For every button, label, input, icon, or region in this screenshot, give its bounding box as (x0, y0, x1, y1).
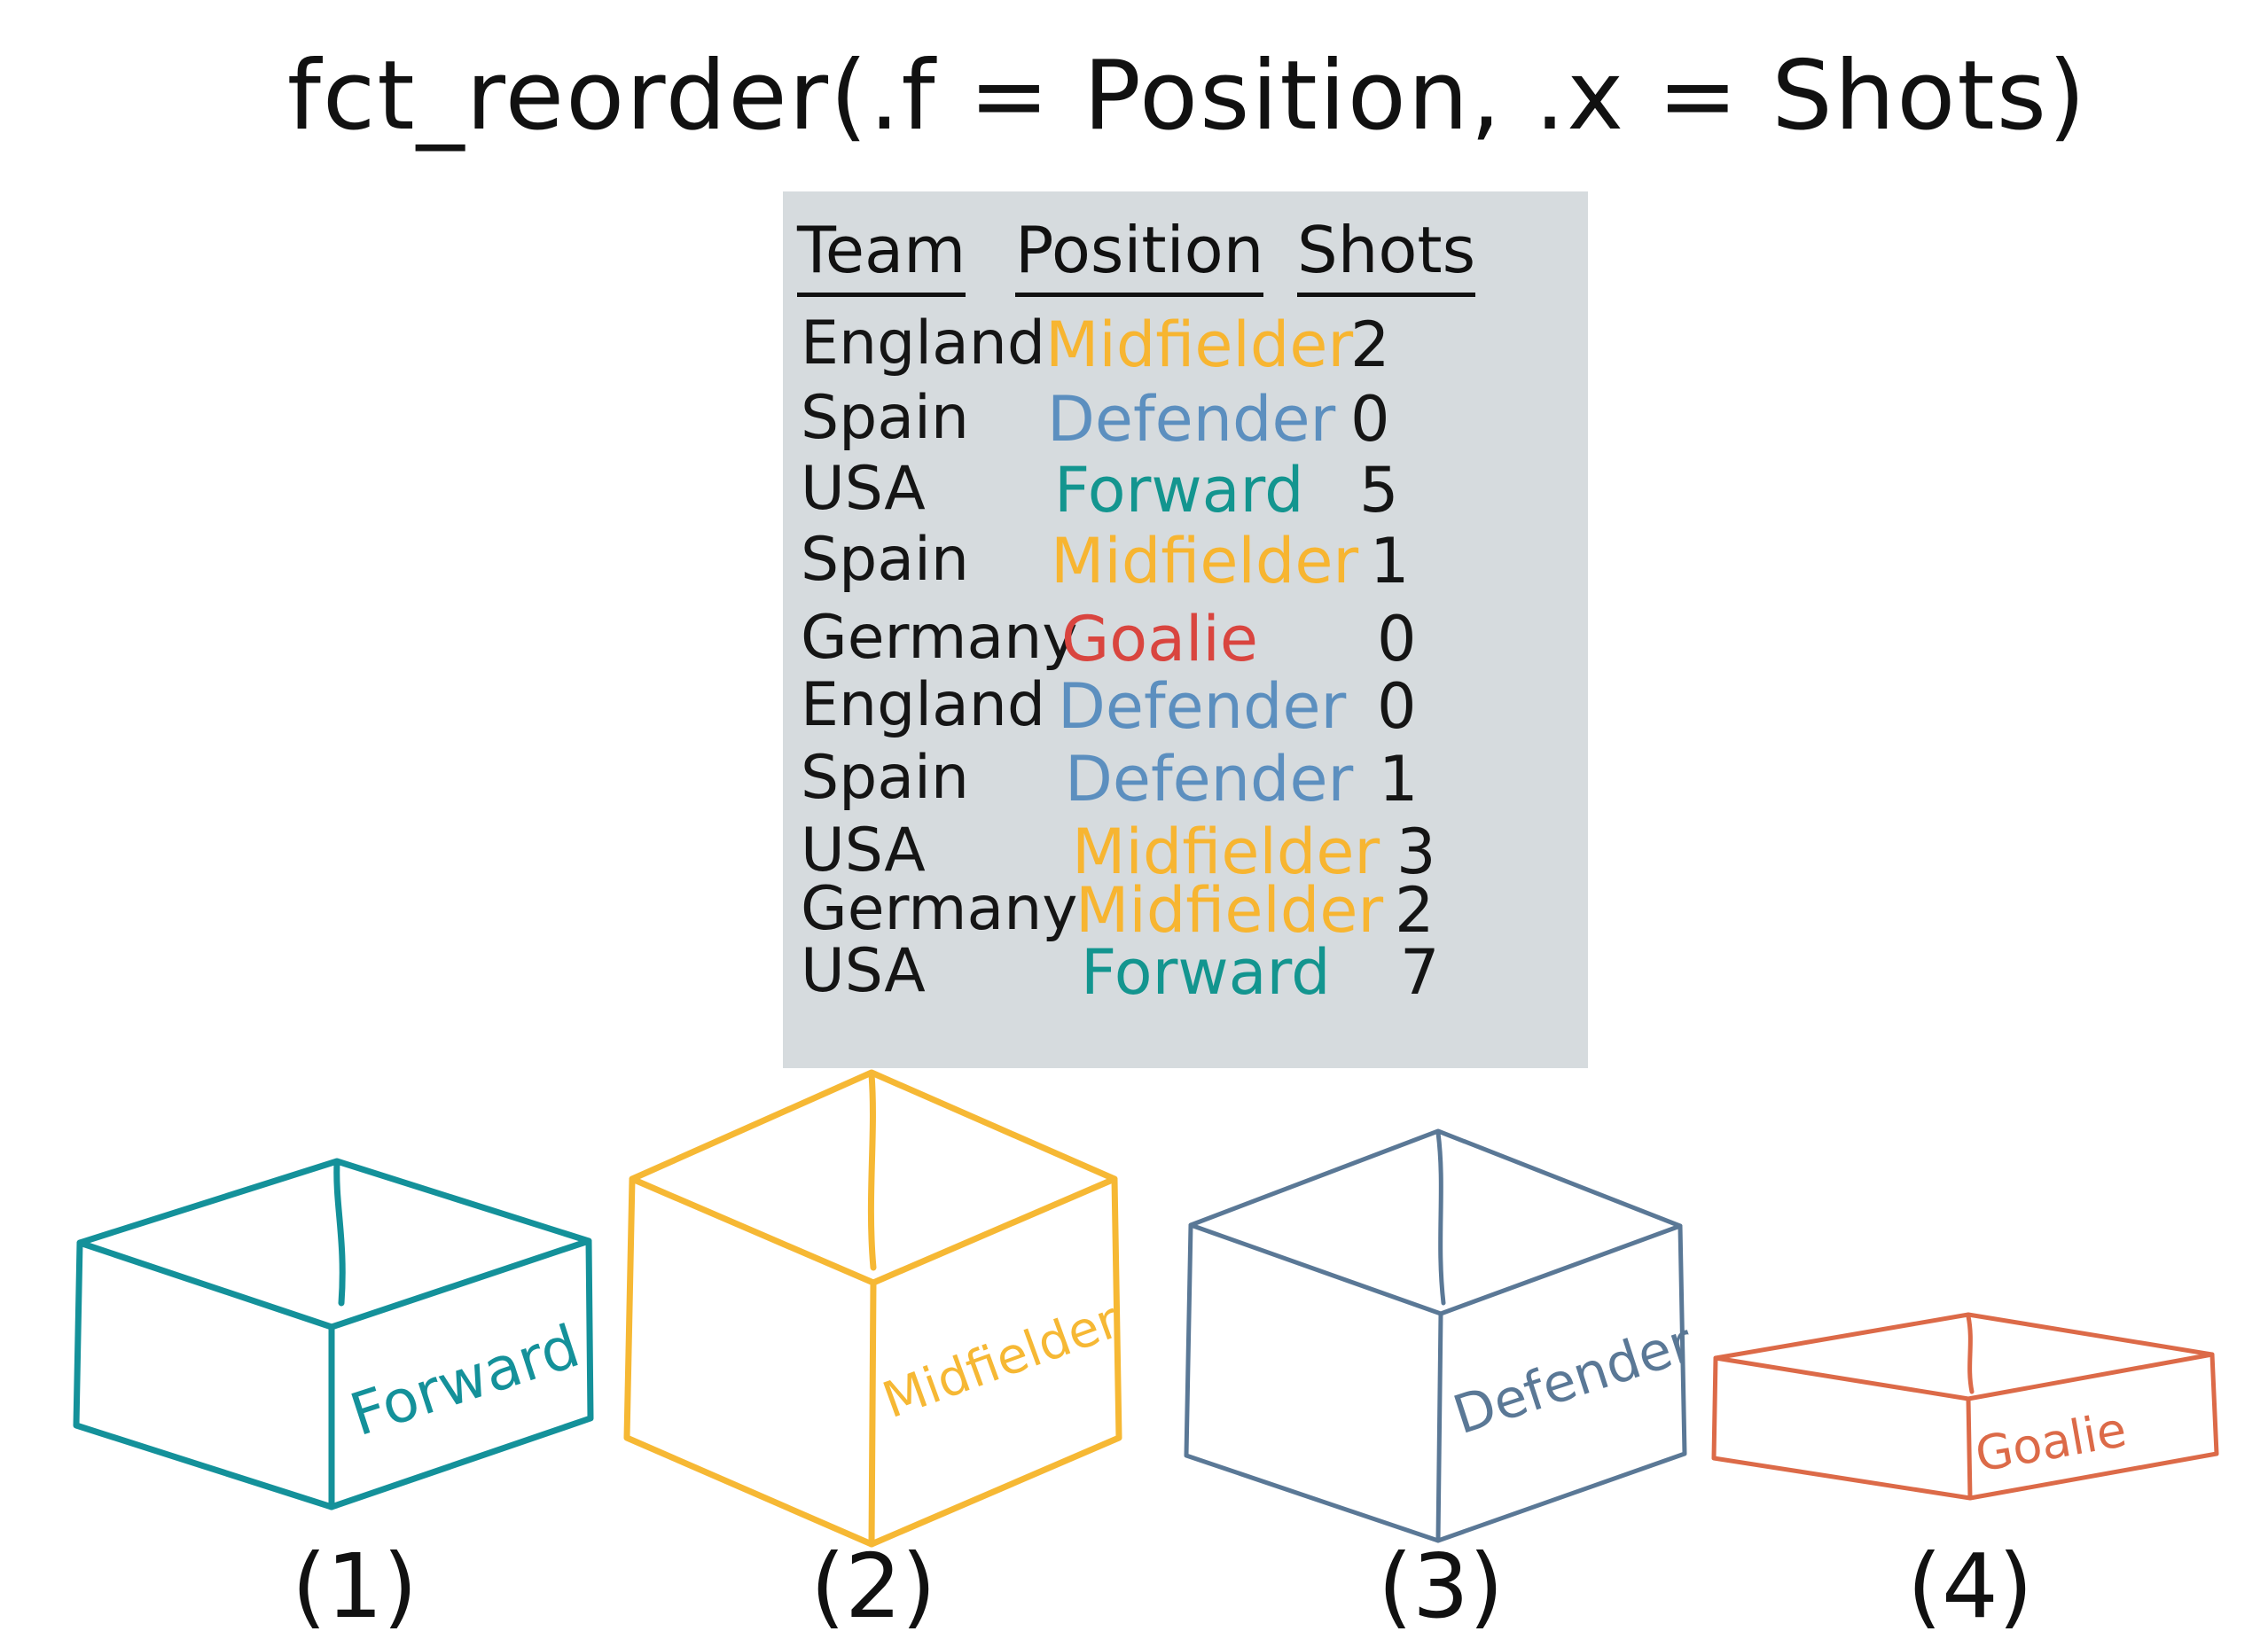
table-cell-team: Germany (801, 874, 1078, 944)
table-cell-position: Midfielder (1072, 816, 1380, 888)
header-position: Position (1015, 218, 1264, 297)
table-cell-position: Defender (1065, 743, 1354, 816)
table-cell-team: USA (801, 454, 926, 524)
order-label-4: (4) (1907, 1534, 2033, 1638)
table-cell-position: Goalie (1061, 603, 1258, 675)
table-cell-shots: 2 (1350, 308, 1390, 381)
table-cell-position: Midfielder (1051, 525, 1359, 597)
table-cell-shots: 0 (1377, 670, 1417, 743)
table-cell-shots: 5 (1359, 454, 1399, 527)
table-cell-shots: 3 (1396, 816, 1436, 888)
table-cell-team: Spain (801, 743, 969, 813)
table-cell-team: USA (801, 816, 926, 886)
table-cell-position: Midfielder (1075, 874, 1384, 947)
table-cell-shots: 0 (1350, 383, 1390, 456)
table-cell-shots: 2 (1395, 874, 1435, 947)
box-label-midfielder: Midfielder (876, 1292, 1128, 1430)
order-label-3: (3) (1378, 1534, 1504, 1638)
table-cell-position: Defender (1058, 670, 1347, 743)
table-cell-team: England (801, 670, 1046, 740)
table-cell-position: Defender (1047, 383, 1336, 456)
order-label-1: (1) (292, 1534, 418, 1638)
table-cell-shots: 0 (1377, 603, 1417, 675)
table-cell-shots: 1 (1370, 525, 1410, 597)
table-cell-team: Germany (801, 603, 1078, 673)
box-defender (1184, 1128, 1687, 1543)
table-cell-position: Midfielder (1045, 308, 1354, 381)
order-label-2: (2) (810, 1534, 936, 1638)
table-cell-team: USA (801, 936, 926, 1006)
table-cell-team: England (801, 308, 1046, 379)
table-cell-team: Spain (801, 525, 969, 595)
header-shots: Shots (1297, 218, 1476, 297)
table-cell-shots: 7 (1400, 936, 1440, 1009)
table-cell-shots: 1 (1379, 743, 1419, 816)
box-forward (73, 1158, 594, 1510)
box-label-defender: Defender (1446, 1311, 1701, 1447)
box-label-goalie: Goalie (1971, 1401, 2131, 1483)
box-midfielder (623, 1069, 1122, 1548)
table-cell-position: Forward (1081, 936, 1331, 1009)
header-team: Team (797, 218, 966, 297)
table-cell-team: Spain (801, 383, 969, 453)
function-title: fct_reorder(.f = Position, .x = Shots) (286, 41, 2088, 152)
box-goalie (1711, 1312, 2219, 1501)
table-cell-position: Forward (1054, 454, 1304, 527)
